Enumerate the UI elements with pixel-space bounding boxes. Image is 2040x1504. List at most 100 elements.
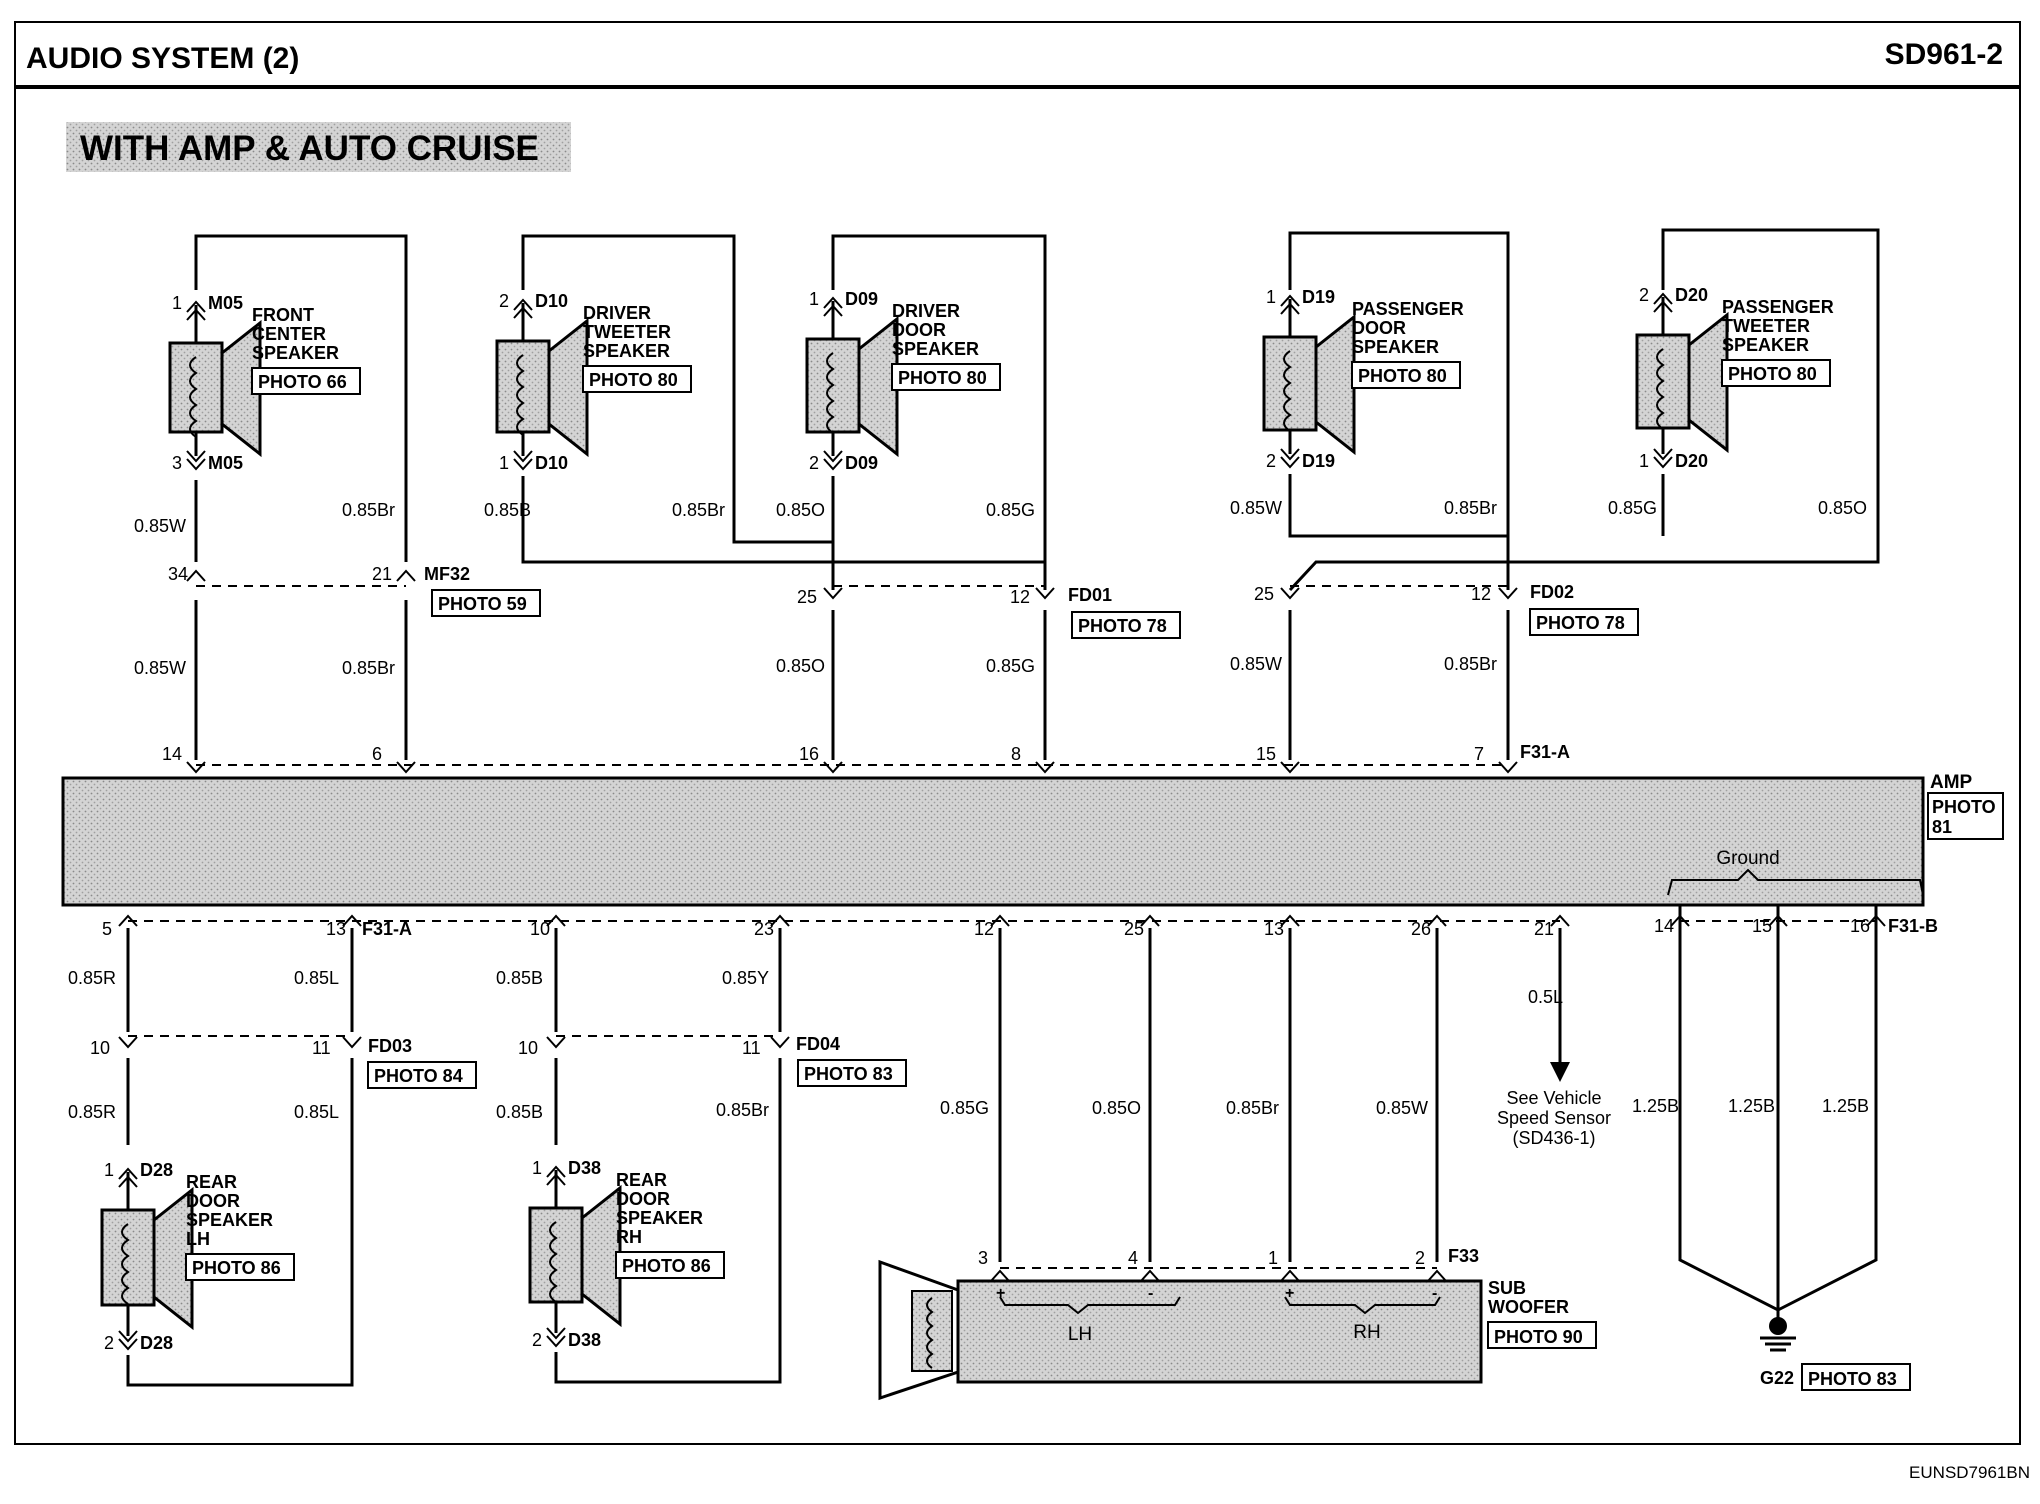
fd02-pin-12: 12 bbox=[1471, 584, 1491, 604]
sub-rh: RH bbox=[1353, 1322, 1380, 1343]
rear-door-lh-cone bbox=[152, 1186, 194, 1331]
wire bbox=[1288, 231, 1510, 590]
front-center-name-1: CENTER bbox=[252, 324, 326, 344]
pin-marker bbox=[546, 1335, 566, 1348]
mf32-photo-box bbox=[431, 589, 541, 617]
amp-body bbox=[61, 776, 1925, 907]
rear-door-lh-pin-top: 1 bbox=[104, 1160, 114, 1180]
wire-color-rear-upper-3: 0.85Y bbox=[722, 968, 769, 988]
driver-door-coil bbox=[826, 352, 835, 434]
wire-color-sub-1: 0.85O bbox=[1092, 1098, 1141, 1118]
jack bbox=[1427, 1269, 1447, 1282]
passenger-tweeter-name-2: SPEAKER bbox=[1722, 335, 1809, 355]
wire-color-rear-upper-2: 0.85B bbox=[496, 968, 543, 988]
banner: WITH AMP & AUTO CRUISE bbox=[80, 129, 539, 168]
jack bbox=[1550, 914, 1570, 927]
jack bbox=[1280, 914, 1300, 927]
f31b-name: F31-B bbox=[1888, 916, 1938, 936]
wire-color-middle-3: 0.85G bbox=[986, 656, 1035, 676]
f33-pin-0: 3 bbox=[978, 1248, 988, 1268]
jack bbox=[770, 914, 790, 927]
pin-marker bbox=[1280, 456, 1300, 469]
jack bbox=[186, 761, 206, 774]
jack bbox=[1280, 1269, 1300, 1282]
f31a-top-pin-0: 14 bbox=[162, 744, 182, 764]
rear-door-rh-photo: PHOTO 86 bbox=[622, 1256, 711, 1276]
driver-door-pin-top: 1 bbox=[809, 289, 819, 309]
passenger-tweeter-conn-top: D20 bbox=[1675, 285, 1708, 305]
driver-door-pin-bottom: 2 bbox=[809, 453, 819, 473]
driver-door-name-0: DRIVER bbox=[892, 301, 960, 321]
fd04-pin-11: 11 bbox=[742, 1038, 761, 1058]
driver-tweeter-cone bbox=[547, 317, 589, 458]
f31a-bottom-name: F31-A bbox=[362, 919, 412, 939]
driver-door-name-2: SPEAKER bbox=[892, 339, 979, 359]
passenger-tweeter-photo: PHOTO 80 bbox=[1728, 364, 1817, 384]
f31a-bottom-pin-8: 21 bbox=[1534, 919, 1554, 939]
wire-color-ground-1: 1.25B bbox=[1728, 1096, 1775, 1116]
rear-door-lh-conn-bottom: D28 bbox=[140, 1333, 173, 1353]
wire-color-rear-upper-1: 0.85L bbox=[294, 968, 339, 988]
banner-bg bbox=[66, 122, 571, 172]
fd01-pin-25: 25 bbox=[797, 587, 817, 607]
amp-photo-box bbox=[1927, 792, 2004, 840]
passenger-tweeter-pin-top: 2 bbox=[1639, 285, 1649, 305]
pin-marker bbox=[823, 450, 843, 463]
driver-door-conn-top: D09 bbox=[845, 289, 878, 309]
jack bbox=[1140, 914, 1160, 927]
rear-door-rh-cone bbox=[580, 1184, 622, 1328]
passenger-door-photo-box bbox=[1351, 361, 1461, 389]
amp-ground-label: Ground bbox=[1716, 848, 1779, 869]
f31a-bottom-pin-7: 26 bbox=[1411, 919, 1431, 939]
rear-door-lh-pin-bottom: 2 bbox=[104, 1333, 114, 1353]
f31a-bottom-pin-4: 12 bbox=[974, 919, 994, 939]
jack bbox=[990, 1269, 1010, 1282]
pin-marker bbox=[513, 306, 533, 319]
fd02-name: FD02 bbox=[1530, 582, 1574, 602]
fd04-photo: PHOTO 83 bbox=[804, 1064, 893, 1084]
ground-name: G22 bbox=[1760, 1368, 1794, 1388]
pin-marker bbox=[823, 458, 843, 471]
pin-marker bbox=[1653, 456, 1673, 469]
passenger-door-name-1: DOOR bbox=[1352, 318, 1406, 338]
diagram-code: SD961-2 bbox=[1885, 38, 2003, 71]
jack bbox=[1280, 761, 1300, 774]
wire bbox=[126, 1058, 354, 1387]
wire-color-middle-5: 0.85Br bbox=[1444, 654, 1497, 674]
page-title: AUDIO SYSTEM (2) bbox=[26, 42, 299, 75]
pin-marker bbox=[118, 1338, 138, 1351]
pin-marker bbox=[186, 308, 206, 321]
front-center-conn-bottom: M05 bbox=[208, 453, 243, 473]
f31b-pin-1: 15 bbox=[1752, 916, 1772, 936]
wire-color-sub-2: 0.85Br bbox=[1226, 1098, 1279, 1118]
wire-color-upper-8: 0.85G bbox=[1608, 498, 1657, 518]
driver-door-photo: PHOTO 80 bbox=[898, 368, 987, 388]
wire-speed: 0.5L bbox=[1528, 987, 1563, 1007]
passenger-door-pin-bottom: 2 bbox=[1266, 451, 1276, 471]
wire bbox=[194, 234, 408, 562]
fd01-photo: PHOTO 78 bbox=[1078, 616, 1167, 636]
speed-arrow bbox=[1550, 1062, 1570, 1082]
passenger-door-name-0: PASSENGER bbox=[1352, 299, 1464, 319]
jack bbox=[396, 761, 416, 774]
fd02-pin-25: 25 bbox=[1254, 584, 1274, 604]
sub-minus-rh: - bbox=[1432, 1285, 1437, 1302]
pin-marker bbox=[186, 450, 206, 463]
rear-door-rh-name-3: RH bbox=[616, 1227, 642, 1247]
mf32-pin-34: 34 bbox=[168, 564, 188, 584]
speed-note-2: Speed Sensor bbox=[1497, 1108, 1611, 1128]
driver-tweeter-name-0: DRIVER bbox=[583, 303, 651, 323]
pin-marker bbox=[513, 298, 533, 311]
front-center-pin-top: 1 bbox=[172, 293, 182, 313]
wire-color-upper-0: 0.85W bbox=[134, 516, 186, 536]
rear-door-rh-name-0: REAR bbox=[616, 1170, 667, 1190]
f31b-pin-0: 14 bbox=[1654, 916, 1674, 936]
f31a-top-pin-3: 8 bbox=[1011, 744, 1021, 764]
pin-marker bbox=[118, 1167, 138, 1180]
passenger-door-photo: PHOTO 80 bbox=[1358, 366, 1447, 386]
wire-color-rear-upper-0: 0.85R bbox=[68, 968, 116, 988]
driver-tweeter-name-1: TWEETER bbox=[583, 322, 671, 342]
rear-door-rh-photo-box bbox=[615, 1251, 725, 1279]
sub-name-2: WOOFER bbox=[1488, 1297, 1569, 1317]
jack bbox=[1035, 587, 1055, 600]
